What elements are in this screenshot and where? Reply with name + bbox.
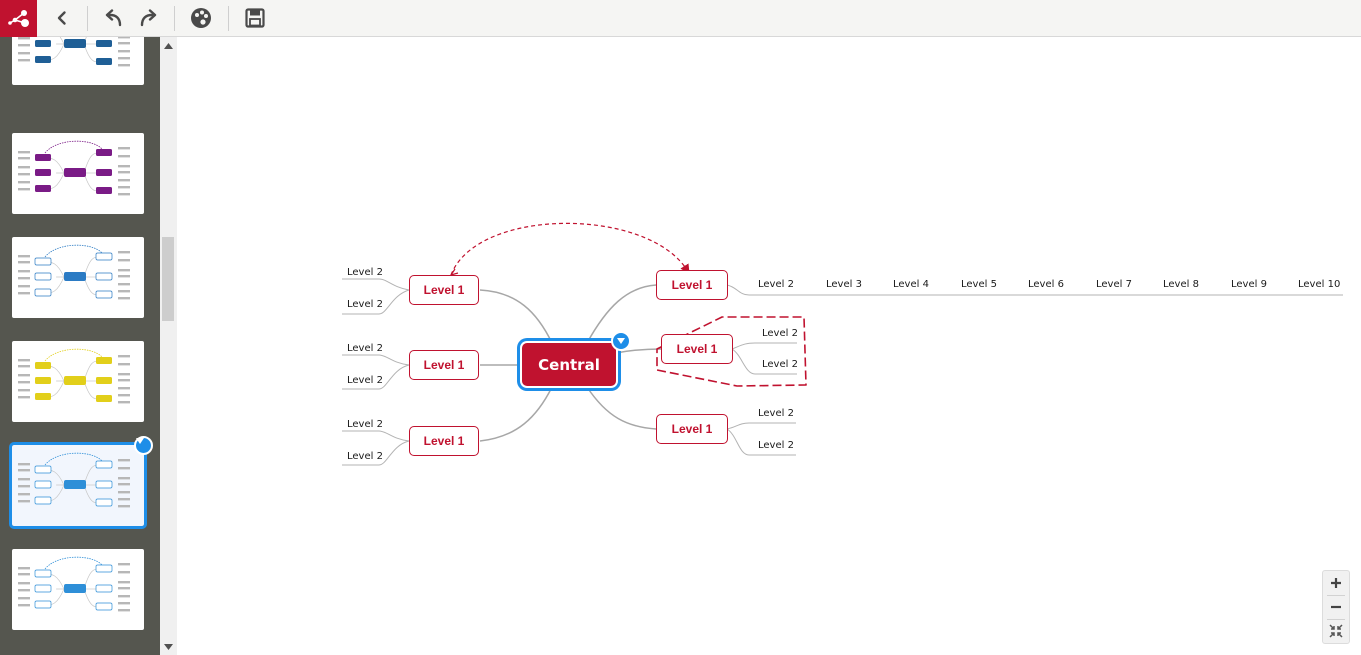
topic-menu-badge[interactable] <box>611 331 631 351</box>
scroll-up-icon[interactable] <box>160 37 177 54</box>
scrollbar-thumb[interactable] <box>162 237 174 321</box>
theme-thumbnail-light-blue-2[interactable] <box>12 549 144 630</box>
topic-level1-right-1[interactable]: Level 1 <box>656 270 728 300</box>
topic-level1-right-3[interactable]: Level 1 <box>656 414 728 444</box>
branch-line <box>479 289 553 344</box>
sidebar-scrollbar[interactable] <box>160 37 177 655</box>
toolbar-divider <box>228 6 229 31</box>
subtopic-level2[interactable]: Level 2 <box>347 419 383 430</box>
undo-icon <box>105 9 122 27</box>
subtopic-level3[interactable]: Level 3 <box>826 279 862 290</box>
central-topic-label: Central <box>538 355 600 374</box>
fit-to-screen-button[interactable] <box>1323 619 1349 643</box>
subtopic-level2[interactable]: Level 2 <box>347 343 383 354</box>
subtopic-level8[interactable]: Level 8 <box>1163 279 1199 290</box>
thumbnail-menu-badge[interactable] <box>134 436 153 455</box>
connector-layer <box>342 222 1343 466</box>
boundary-shape <box>656 316 807 387</box>
save-button[interactable] <box>241 4 269 32</box>
theme-button[interactable] <box>187 4 215 32</box>
subtopic-level9[interactable]: Level 9 <box>1231 279 1267 290</box>
zoom-divider <box>1327 619 1345 620</box>
theme-preview-image <box>18 37 130 67</box>
subtopic-level10[interactable]: Level 10 <box>1298 279 1341 290</box>
fit-icon <box>1329 624 1343 638</box>
subtopic-level2[interactable]: Level 2 <box>347 451 383 462</box>
subtopic-level2[interactable]: Level 2 <box>347 267 383 278</box>
topic-label: Level 1 <box>671 278 713 292</box>
subtopic-level2[interactable]: Level 2 <box>758 440 794 451</box>
topic-label: Level 1 <box>671 422 713 436</box>
topic-label: Level 1 <box>423 283 465 297</box>
zoom-in-icon <box>1331 578 1341 588</box>
relationship-line <box>450 222 690 276</box>
back-button[interactable] <box>48 4 76 32</box>
theme-preview-image <box>18 348 130 404</box>
toolbar <box>0 0 1361 37</box>
theme-sidebar <box>0 37 177 655</box>
toolbar-divider <box>87 6 88 31</box>
subtopic-level2[interactable]: Level 2 <box>758 279 794 290</box>
chevron-down-icon <box>136 438 144 444</box>
subtopic-level6[interactable]: Level 6 <box>1028 279 1064 290</box>
subtopic-level2[interactable]: Level 2 <box>347 375 383 386</box>
zoom-out-button[interactable] <box>1323 595 1349 619</box>
topic-label: Level 1 <box>423 358 465 372</box>
theme-thumbnail-purple[interactable] <box>12 133 144 214</box>
zoom-in-button[interactable] <box>1323 571 1349 595</box>
theme-thumbnail-yellow[interactable] <box>12 341 144 422</box>
theme-preview-image <box>18 140 130 196</box>
redo-icon <box>140 9 157 27</box>
topic-level1-right-2[interactable]: Level 1 <box>661 334 733 364</box>
theme-thumbnail-light-blue[interactable] <box>9 436 153 529</box>
topic-level1-left-1[interactable]: Level 1 <box>409 275 479 305</box>
theme-preview-image <box>18 556 130 612</box>
subtopic-level2[interactable]: Level 2 <box>347 299 383 310</box>
central-topic[interactable]: Central <box>522 343 616 386</box>
redo-button[interactable] <box>134 4 162 32</box>
topic-label: Level 1 <box>423 434 465 448</box>
subtopic-level7[interactable]: Level 7 <box>1096 279 1132 290</box>
toolbar-divider <box>174 6 175 31</box>
branch-line <box>586 386 657 430</box>
theme-preview-image <box>18 244 130 300</box>
theme-thumbnail-dark-blue[interactable] <box>12 37 144 85</box>
branch-line <box>586 284 657 344</box>
zoom-divider <box>1327 595 1345 596</box>
save-icon <box>245 8 265 28</box>
theme-thumbnail-list <box>0 37 160 655</box>
theme-preview-image <box>18 452 130 508</box>
subtopic-level2[interactable]: Level 2 <box>762 328 798 339</box>
theme-thumbnail-blue-cloud[interactable] <box>12 237 144 318</box>
undo-button[interactable] <box>100 4 128 32</box>
chevron-down-icon <box>617 338 625 344</box>
branch-line <box>479 386 553 442</box>
subtopic-level2[interactable]: Level 2 <box>758 408 794 419</box>
subtopic-level5[interactable]: Level 5 <box>961 279 997 290</box>
back-icon <box>57 11 66 25</box>
subtopic-level4[interactable]: Level 4 <box>893 279 929 290</box>
app-logo-icon[interactable] <box>0 0 37 37</box>
topic-label: Level 1 <box>676 342 718 356</box>
mindmap-canvas[interactable]: Central Level 1 Level 1 Level 1 Level 2 … <box>177 37 1361 655</box>
topic-level1-left-3[interactable]: Level 1 <box>409 426 479 456</box>
topic-level1-left-2[interactable]: Level 1 <box>409 350 479 380</box>
subtopic-level2[interactable]: Level 2 <box>762 359 798 370</box>
palette-icon <box>191 8 211 28</box>
zoom-control <box>1322 570 1350 644</box>
scroll-down-icon[interactable] <box>160 638 177 655</box>
zoom-out-icon <box>1331 605 1341 609</box>
